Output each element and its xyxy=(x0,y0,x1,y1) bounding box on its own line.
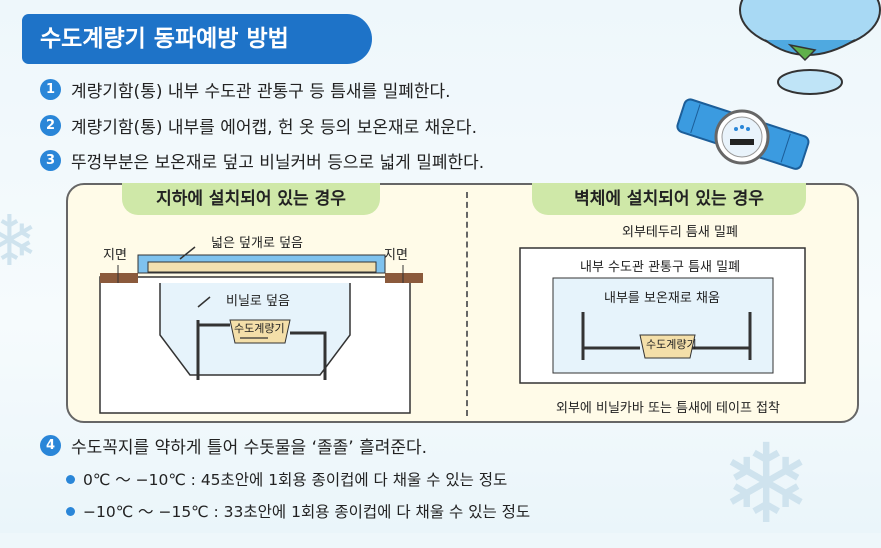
meter-label: 수도계량기 xyxy=(646,338,697,351)
snowflake-icon: ❄ xyxy=(720,420,813,548)
underground-diagram xyxy=(99,246,423,414)
step-text: 계량기함(통) 내부를 에어캡, 헌 옷 등의 보온재로 채운다. xyxy=(71,117,477,138)
page-title: 수도계량기 동파예방 방법 xyxy=(22,14,372,64)
outer-gap-label: 외부테두리 틈새 밀폐 xyxy=(622,225,738,240)
cover-label: 넓은 덮개로 덮음 xyxy=(211,236,303,251)
ground-label-right: 지면 xyxy=(384,248,408,263)
bullet-icon xyxy=(66,474,75,484)
snowflake-icon: ❄ xyxy=(0,200,39,282)
step-1: 1 계량기함(통) 내부 수도관 관통구 등 틈새를 밀폐한다. xyxy=(40,75,451,103)
tape-label: 외부에 비닐카바 또는 틈새에 테이프 접착 xyxy=(556,401,780,416)
step-text: 계량기함(통) 내부 수도관 관통구 등 틈새를 밀폐한다. xyxy=(71,81,451,102)
panel-divider xyxy=(466,192,468,416)
inner-gap-label: 내부 수도관 관통구 틈새 밀폐 xyxy=(580,260,741,275)
list-item: −10℃ ～ −15℃ : 33초안에 1회용 종이컵에 다 채울 수 있는 정… xyxy=(66,500,530,522)
underground-heading: 지하에 설치되어 있는 경우 xyxy=(122,183,380,215)
list-item: 0℃ ～ −10℃ : 45초안에 1회용 종이컵에 다 채울 수 있는 정도 xyxy=(66,468,507,490)
wall-diagram xyxy=(519,247,806,384)
bullet-icon xyxy=(66,506,75,516)
vinyl-label: 비닐로 덮음 xyxy=(226,294,290,309)
step-text: 수도꼭지를 약하게 틀어 수돗물을 ‘졸졸’ 흘려준다. xyxy=(71,437,428,458)
wall-heading: 벽체에 설치되어 있는 경우 xyxy=(532,183,806,215)
step-3: 3 뚜껑부분은 보온재로 덮고 비닐커버 등으로 넓게 밀폐한다. xyxy=(40,146,484,174)
mascot-icon xyxy=(739,0,881,95)
step-2: 2 계량기함(통) 내부를 에어캡, 헌 옷 등의 보온재로 채운다. xyxy=(40,111,477,139)
ground-label-left: 지면 xyxy=(103,248,127,263)
step-text: 뚜껑부분은 보온재로 덮고 비닐커버 등으로 넓게 밀폐한다. xyxy=(71,152,485,173)
fill-label: 내부를 보온재로 채움 xyxy=(604,291,720,306)
meter-label: 수도계량기 xyxy=(234,322,285,335)
step-4: 4 수도꼭지를 약하게 틀어 수돗물을 ‘졸졸’ 흘려준다. xyxy=(40,431,427,459)
wrapped-meter-icon xyxy=(676,98,810,170)
